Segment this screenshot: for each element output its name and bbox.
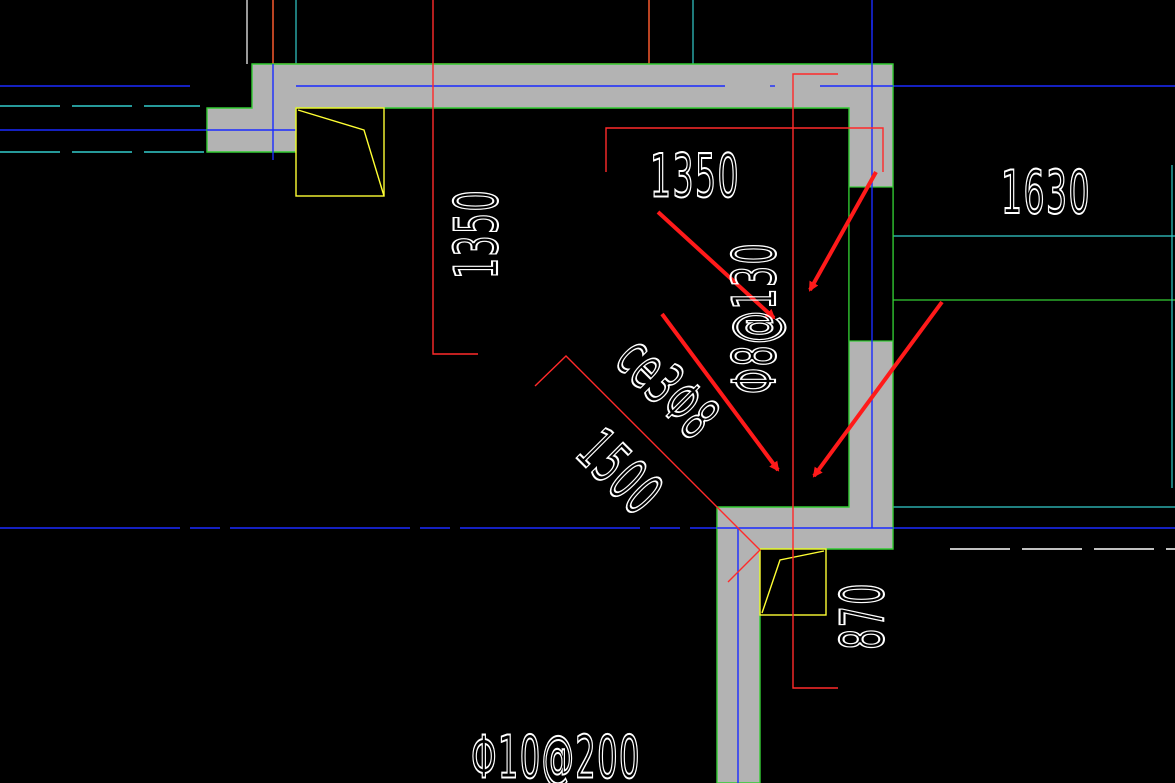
dim-diagonal-label: 1500 <box>563 416 676 529</box>
room-outline <box>272 0 650 65</box>
dim-right-label: 1630 <box>1001 159 1091 228</box>
rebar-right <box>792 73 838 689</box>
wall-section <box>206 20 894 783</box>
reinforcement-lines <box>432 0 884 689</box>
rebar-top-inner <box>605 127 884 172</box>
dimension-labels: 1350 1630 1350 Φ8@130 ce3Φ8 1500 870 Φ10… <box>442 141 1091 783</box>
column-hatch <box>761 550 825 614</box>
red-arrow <box>808 171 878 292</box>
dim-vertical-left-label: 1350 <box>442 189 511 279</box>
rebar-diagonal <box>534 355 761 583</box>
red-arrow <box>656 210 776 320</box>
dim-top-inner-label: 1350 <box>650 142 740 211</box>
rebar-spacing-label: Φ8@130 <box>720 242 789 394</box>
dim-lower-right-label: 870 <box>828 582 897 650</box>
red-arrow <box>812 300 944 478</box>
rebar-bottom-label: Φ10@200 <box>471 724 641 783</box>
red-arrow <box>660 312 780 472</box>
wall-opening <box>848 186 894 342</box>
column-hatch <box>297 109 385 197</box>
annotation-arrows <box>656 171 944 478</box>
rebar-vertical-left <box>432 0 478 355</box>
column-top-left <box>295 107 385 197</box>
